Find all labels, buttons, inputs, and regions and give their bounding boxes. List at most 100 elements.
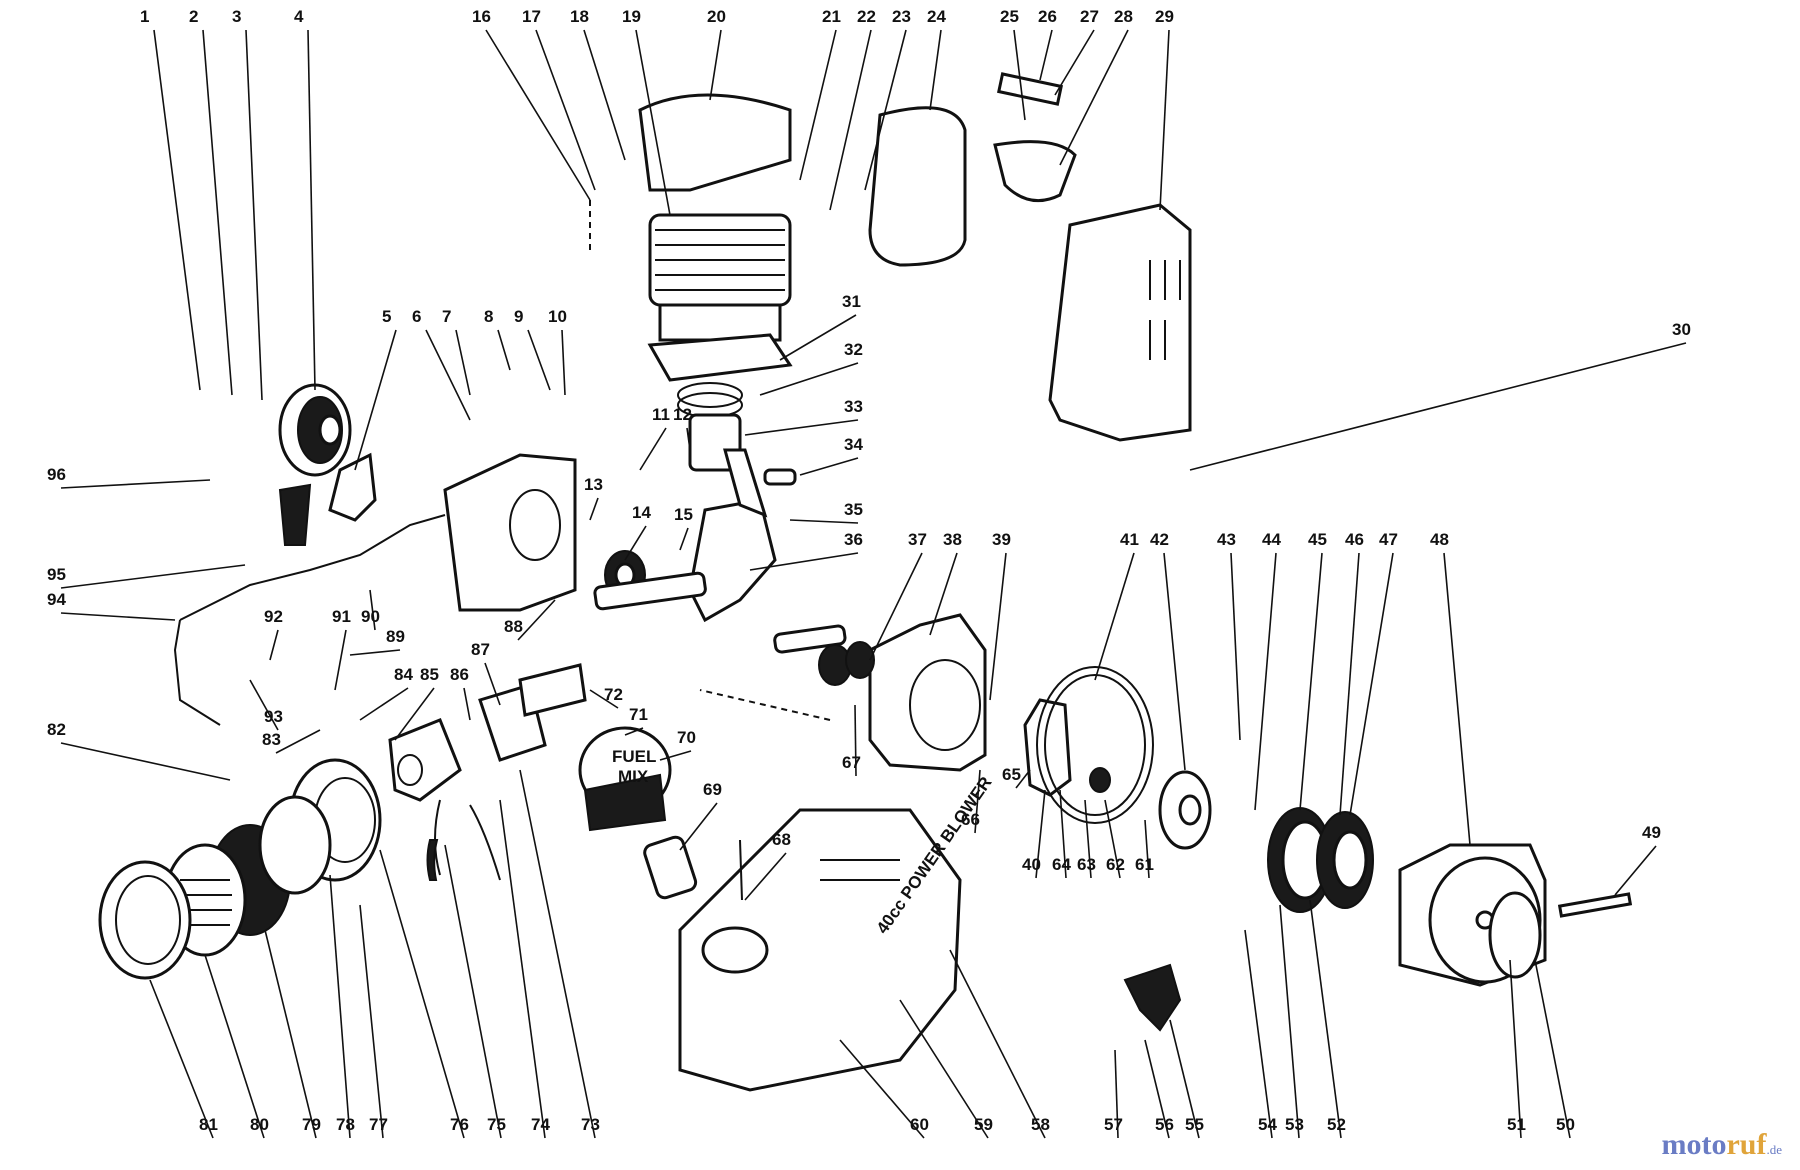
leader-line-84: [359, 687, 409, 721]
leader-line-29: [1159, 29, 1170, 211]
callout-55: 55: [1185, 1115, 1204, 1134]
callout-67: 67: [842, 753, 861, 772]
leader-line-22: [829, 29, 872, 211]
watermark-part3: .de: [1766, 1142, 1782, 1157]
callout-58: 58: [1031, 1115, 1050, 1134]
callout-6: 6: [412, 307, 421, 326]
callout-17: 17: [522, 7, 541, 26]
leader-line-30: [1189, 342, 1687, 471]
leader-line-50: [1534, 959, 1571, 1139]
leader-line-19: [635, 29, 671, 216]
callout-23: 23: [892, 7, 911, 26]
callout-47: 47: [1379, 530, 1398, 549]
callout-21: 21: [822, 7, 841, 26]
callout-31: 31: [842, 292, 861, 311]
callout-18: 18: [570, 7, 589, 26]
callout-83: 83: [262, 730, 281, 749]
crankshaft: [593, 448, 847, 654]
leader-line-91: [334, 629, 347, 691]
leader-line-88: [517, 599, 556, 641]
leader-line-10: [561, 329, 566, 396]
leader-line-77: [359, 904, 384, 1139]
leader-line-25: [1013, 29, 1026, 121]
callout-56: 56: [1155, 1115, 1174, 1134]
fuel-cap-text-2: MIX: [618, 767, 649, 786]
callout-89: 89: [386, 627, 405, 646]
crankcase-left: [443, 453, 577, 612]
callout-14: 14: [632, 503, 651, 522]
callout-52: 52: [1327, 1115, 1346, 1134]
callout-53: 53: [1285, 1115, 1304, 1134]
callout-69: 69: [703, 780, 722, 799]
callout-80: 80: [250, 1115, 269, 1134]
callout-73: 73: [581, 1115, 600, 1134]
intake-gasket: [518, 663, 587, 717]
callout-72: 72: [604, 685, 623, 704]
callout-50: 50: [1556, 1115, 1575, 1134]
leader-line-43: [1230, 552, 1241, 741]
leader-line-36: [749, 552, 859, 571]
leader-line-51: [1509, 959, 1522, 1139]
cylinder: [648, 213, 792, 342]
callout-95: 95: [47, 565, 66, 584]
callout-3: 3: [232, 7, 241, 26]
leader-line-6: [425, 329, 471, 421]
callout-87: 87: [471, 640, 490, 659]
bolt: [1557, 892, 1633, 918]
leader-line-81: [149, 979, 214, 1139]
muffler-bracket: [993, 140, 1077, 203]
callout-12: 12: [673, 405, 692, 424]
leader-line-16: [485, 29, 591, 201]
leader-line-18: [583, 29, 626, 161]
callout-96: 96: [47, 465, 66, 484]
callout-64: 64: [1052, 855, 1071, 874]
callout-94: 94: [47, 590, 66, 609]
leader-line-28: [1059, 29, 1129, 166]
callout-41: 41: [1120, 530, 1139, 549]
callout-7: 7: [442, 307, 451, 326]
leader-line-73: [519, 769, 596, 1139]
leader-line-79: [264, 929, 317, 1139]
leader-line-34: [799, 457, 859, 476]
watermark-part2: ruf: [1726, 1128, 1767, 1161]
fuel-tank: 40cc POWER BLOWER: [678, 773, 996, 1092]
callout-43: 43: [1217, 530, 1236, 549]
callout-77: 77: [369, 1115, 388, 1134]
hose: [434, 799, 501, 881]
leader-line-46: [1339, 552, 1360, 816]
callout-36: 36: [844, 530, 863, 549]
leader-line-14: [624, 525, 647, 561]
leader-line-53: [1279, 904, 1300, 1139]
callout-91: 91: [332, 607, 351, 626]
callout-1: 1: [140, 7, 149, 26]
leader-line-92: [269, 629, 279, 661]
callout-49: 49: [1642, 823, 1661, 842]
leader-line-95: [60, 564, 246, 589]
callout-81: 81: [199, 1115, 218, 1134]
callout-40: 40: [1022, 855, 1041, 874]
leader-line-31: [779, 314, 857, 361]
leader-line-60: [839, 1039, 925, 1139]
callout-60: 60: [910, 1115, 929, 1134]
leader-lines: [60, 29, 1687, 1139]
leader-line-94: [60, 612, 176, 621]
callout-20: 20: [707, 7, 726, 26]
leader-line-33: [744, 419, 859, 436]
callout-8: 8: [484, 307, 493, 326]
leader-line-44: [1254, 552, 1277, 811]
leader-line-87: [484, 662, 501, 706]
leader-line-85: [394, 687, 435, 741]
leader-line-55: [1169, 1019, 1200, 1139]
leader-line-75: [444, 844, 502, 1139]
callout-30: 30: [1672, 320, 1691, 339]
leader-line-23: [864, 29, 907, 191]
callout-10: 10: [548, 307, 567, 326]
dashed-centerline: [589, 200, 831, 721]
parts-drawing: 40cc POWER BLOWER: [98, 72, 1633, 1092]
leader-line-52: [1309, 899, 1342, 1139]
watermark: motoruf.de: [1661, 1128, 1782, 1162]
leader-line-48: [1443, 552, 1471, 846]
callout-93: 93: [264, 707, 283, 726]
callout-92: 92: [264, 607, 283, 626]
watermark-part1: moto: [1661, 1128, 1727, 1161]
